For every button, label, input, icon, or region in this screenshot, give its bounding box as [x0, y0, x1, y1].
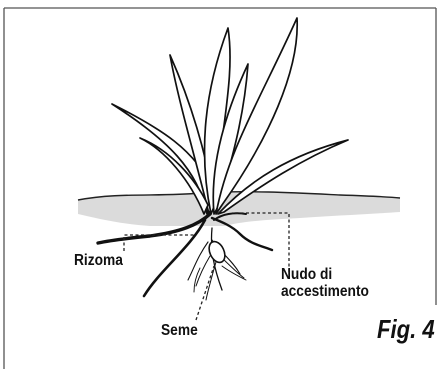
figure-number: Fig. 4: [377, 314, 435, 345]
label-nudo-line1: Nudo di: [281, 267, 369, 284]
leaves: [112, 18, 348, 214]
label-seme: Seme: [161, 323, 198, 340]
label-leaders: [124, 213, 289, 320]
roots: [98, 213, 272, 300]
label-rizoma: Rizoma: [74, 253, 123, 270]
label-nudo-di-accestimento: Nudo di accestimento: [281, 267, 369, 301]
label-nudo-line2: accestimento: [281, 284, 369, 301]
